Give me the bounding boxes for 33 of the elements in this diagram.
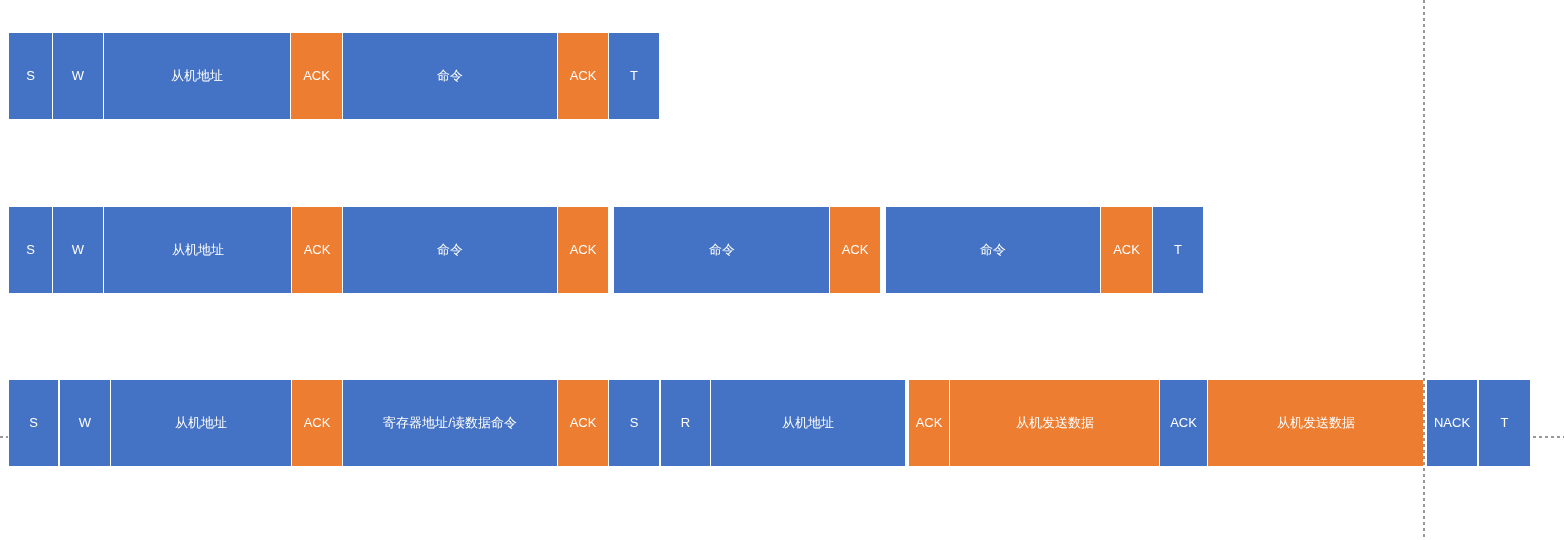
frame-field: S — [609, 380, 659, 466]
frame-field: ACK — [1160, 380, 1207, 466]
frame-field: 命令 — [614, 207, 829, 293]
frame-field: 从机地址 — [711, 380, 905, 466]
frame-field: W — [53, 33, 103, 119]
frame-field: ACK — [291, 33, 342, 119]
frame-field: R — [661, 380, 710, 466]
frame-field: 命令 — [343, 33, 557, 119]
frame-field: ACK — [909, 380, 949, 466]
frame-field: 从机地址 — [104, 207, 291, 293]
frame-field: ACK — [1101, 207, 1152, 293]
frame-field: W — [60, 380, 110, 466]
frame-field: T — [1153, 207, 1203, 293]
frame-field: T — [1479, 380, 1530, 466]
frame-field: ACK — [292, 380, 342, 466]
frame-field: ACK — [558, 207, 608, 293]
frame-field: 命令 — [886, 207, 1100, 293]
frame-field: T — [609, 33, 659, 119]
frame-field: 寄存器地址/读数据命令 — [343, 380, 557, 466]
frame-field: ACK — [558, 380, 608, 466]
frame-field: ACK — [830, 207, 880, 293]
frame-field: S — [9, 33, 52, 119]
frame-field: W — [53, 207, 103, 293]
frame-field: S — [9, 207, 52, 293]
frame-field: 从机发送数据 — [1208, 380, 1423, 466]
frame-field: 从机地址 — [111, 380, 291, 466]
frame-field: ACK — [292, 207, 342, 293]
frame-field: 命令 — [343, 207, 557, 293]
frame-field: S — [9, 380, 58, 466]
frame-field: 从机地址 — [104, 33, 290, 119]
frame-field: NACK — [1427, 380, 1477, 466]
frame-field: ACK — [558, 33, 608, 119]
frame-field: 从机发送数据 — [950, 380, 1159, 466]
